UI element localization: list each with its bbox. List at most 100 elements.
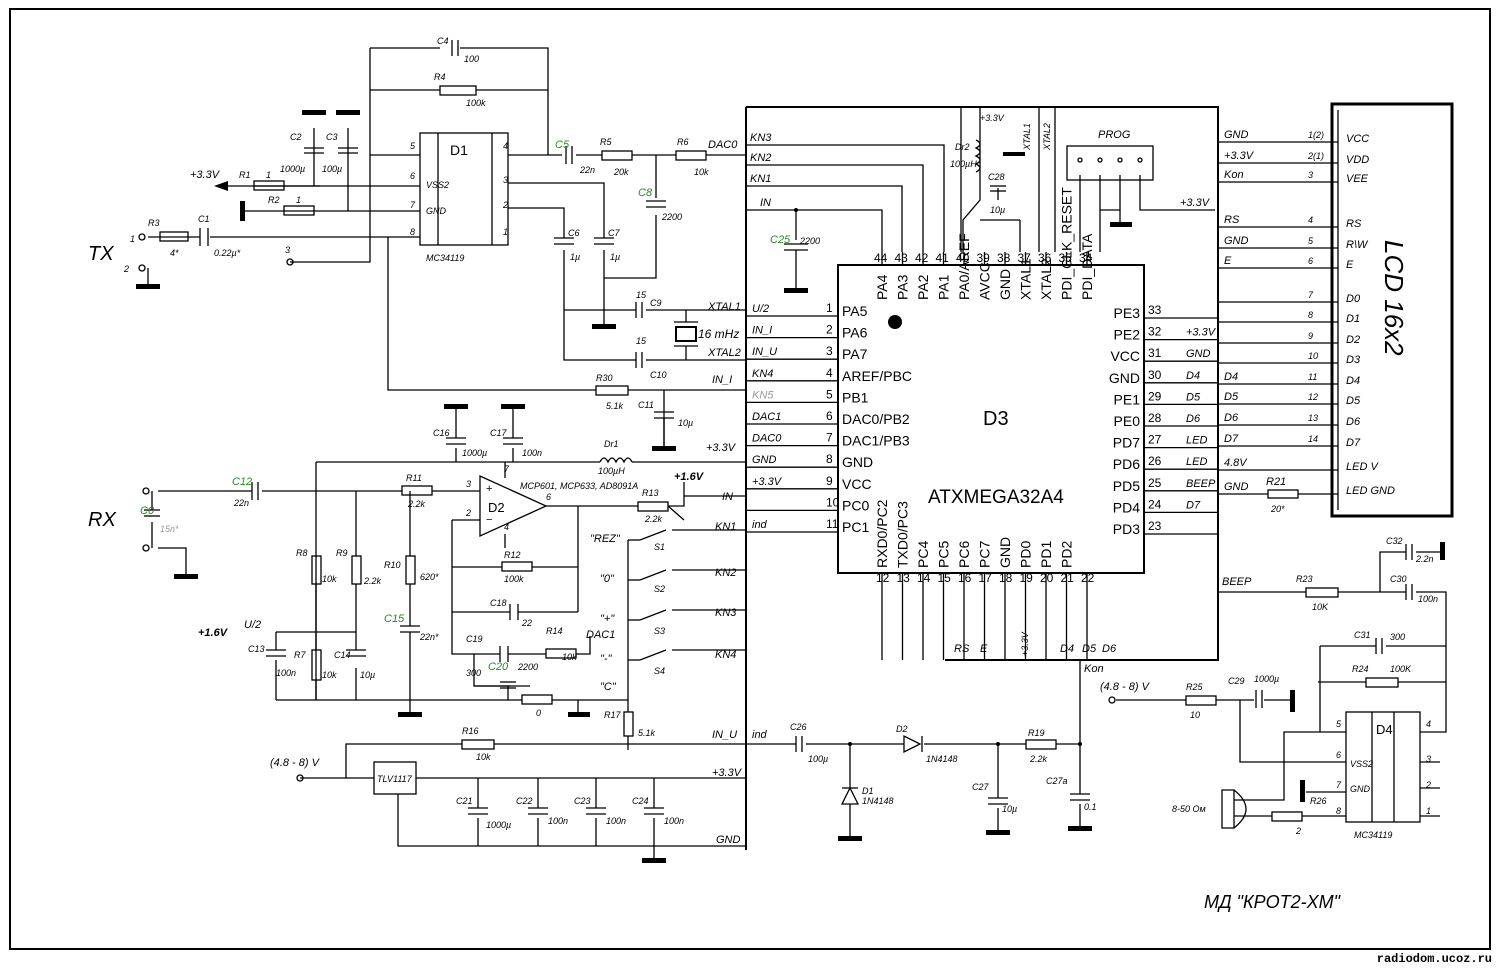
mcu-bottom-pin-num: 13 [897, 571, 911, 585]
r21-body [1267, 489, 1299, 499]
svg-text:R12: R12 [504, 550, 521, 560]
svg-text:IN: IN [722, 491, 733, 503]
svg-text:100µ: 100µ [808, 754, 828, 764]
svg-text:10k: 10k [562, 652, 577, 662]
d1-chip: MC34119 [426, 253, 464, 263]
svg-text:10µ: 10µ [360, 670, 375, 680]
mcu-right-pin-num: 25 [1148, 476, 1162, 490]
mcu-left-pin-num: 4 [826, 366, 833, 380]
svg-text:100n: 100n [522, 448, 542, 458]
lcd-pin-name: D2 [1346, 334, 1360, 346]
mcu-left-pin-net: KN5 [752, 389, 774, 401]
mcu-right-pin-name: GND [1109, 370, 1140, 386]
lcd-pin-name: D4 [1346, 375, 1360, 387]
mcu-top-pin-name: AVCC [977, 262, 993, 300]
lcd-plus33: +3.3V [1180, 197, 1211, 209]
mcu-right-pin-num: 29 [1148, 389, 1162, 403]
mcu-left-pin-name: GND [842, 454, 873, 470]
mcu-bottom-pin-name: TXD0/PC3 [895, 501, 911, 568]
svg-text:1000µ: 1000µ [486, 820, 511, 830]
mcu-left-pin-name: DAC1/PB3 [842, 433, 910, 449]
svg-text:C8: C8 [638, 187, 653, 199]
mcu-right-pin-num: 24 [1148, 497, 1162, 511]
mcu-right-pin-name: PE2 [1114, 327, 1141, 343]
svg-text:C15: C15 [384, 613, 405, 625]
svg-text:"-": "-" [600, 653, 613, 665]
mcu-right-pin-name: PD7 [1113, 435, 1140, 451]
svg-text:C26: C26 [790, 722, 807, 732]
svg-text:2: 2 [123, 264, 129, 274]
mcu-bottom-pin-name: PD0 [1018, 541, 1034, 568]
svg-text:C10: C10 [650, 370, 667, 380]
svg-text:300: 300 [1390, 632, 1405, 642]
lcd-pin-name: D3 [1346, 354, 1361, 366]
svg-text:C1: C1 [198, 214, 210, 224]
svg-text:100n: 100n [276, 668, 296, 678]
prog-header [1066, 145, 1154, 181]
svg-text:3: 3 [466, 479, 471, 489]
svg-text:C9: C9 [650, 298, 662, 308]
mcu-right-pin-net: +3.3V [1186, 327, 1217, 339]
svg-text:KN1: KN1 [715, 521, 736, 533]
lcd-pin-name: LED V [1346, 461, 1379, 473]
svg-text:C27a: C27a [1046, 776, 1068, 786]
lcd-pin-num: 3 [1308, 170, 1313, 180]
svg-text:+3.3V: +3.3V [712, 767, 743, 779]
svg-text:100µH: 100µH [598, 466, 625, 476]
svg-text:C11: C11 [638, 400, 654, 410]
svg-text:2: 2 [1295, 826, 1301, 836]
mcu-left-pin-num: 3 [826, 344, 833, 358]
svg-text:5.1k: 5.1k [638, 728, 656, 738]
svg-text:100n: 100n [664, 816, 684, 826]
svg-text:C24: C24 [632, 796, 649, 806]
svg-text:KN3: KN3 [715, 607, 737, 619]
mcu-bottom-pin-name: GND [997, 537, 1013, 568]
svg-text:"REZ": "REZ" [590, 533, 621, 545]
lcd-pin-net: GND [1224, 481, 1249, 493]
svg-text:C32: C32 [1386, 536, 1403, 546]
lcd-pin-net: Kon [1224, 169, 1244, 181]
svg-text:S3: S3 [654, 626, 665, 636]
mcu-right-pin-name: PE0 [1114, 413, 1141, 429]
svg-text:D6: D6 [1102, 643, 1117, 655]
svg-text:7: 7 [504, 464, 510, 474]
svg-text:3: 3 [503, 175, 508, 185]
mcu-bottom-pin-num: 16 [958, 571, 972, 585]
mcu-right-pin-num: 31 [1148, 346, 1162, 360]
mcu-right-pin-net: LED [1186, 435, 1207, 447]
svg-text:300: 300 [466, 668, 481, 678]
mcu-top-pin-name: PA1 [936, 274, 952, 300]
svg-text:15: 15 [636, 336, 647, 346]
mcu-left-pin-num: 8 [826, 452, 833, 466]
svg-text:1N4148: 1N4148 [862, 796, 894, 806]
svg-text:10µ: 10µ [1002, 804, 1017, 814]
lcd-title: LCD 16x2 [1379, 240, 1409, 356]
svg-text:ind: ind [752, 729, 768, 741]
mcu-right-pin-num: 26 [1148, 454, 1162, 468]
svg-text:D4: D4 [1060, 643, 1074, 655]
c25-val: 2200 [799, 236, 820, 246]
lcd-pin-net: 4.8V [1224, 457, 1248, 469]
mcu-right-pin-name: PE1 [1114, 391, 1141, 407]
mcu-top-pin-num: 42 [915, 251, 929, 265]
svg-text:1: 1 [130, 234, 135, 244]
svg-text:D2: D2 [896, 724, 908, 734]
svg-text:0.22µ*: 0.22µ* [214, 248, 241, 258]
svg-text:R14: R14 [546, 626, 563, 636]
mcu-bottom-pin-num: 17 [979, 571, 993, 585]
svg-text:4: 4 [503, 141, 508, 151]
mcu-top-pin-num: 34 [1079, 251, 1093, 265]
mcu-left-pin-net: KN4 [752, 368, 773, 380]
lcd-pin-name: LED GND [1346, 485, 1395, 497]
svg-text:2.2k: 2.2k [407, 499, 426, 509]
mcu-top-pin-name: PDI_CLK_RESET [1059, 187, 1075, 300]
mcu-left-pin-name: PA6 [842, 325, 868, 341]
svg-text:100n: 100n [1418, 594, 1438, 604]
frame [9, 8, 1491, 950]
mcu-right-pin-name: VCC [1110, 348, 1140, 364]
svg-text:S4: S4 [654, 666, 665, 676]
svg-text:S2: S2 [654, 584, 665, 594]
mcu-body [837, 264, 1145, 574]
svg-text:C7: C7 [608, 228, 620, 238]
mcu-bottom-pin-num: 12 [876, 571, 890, 585]
